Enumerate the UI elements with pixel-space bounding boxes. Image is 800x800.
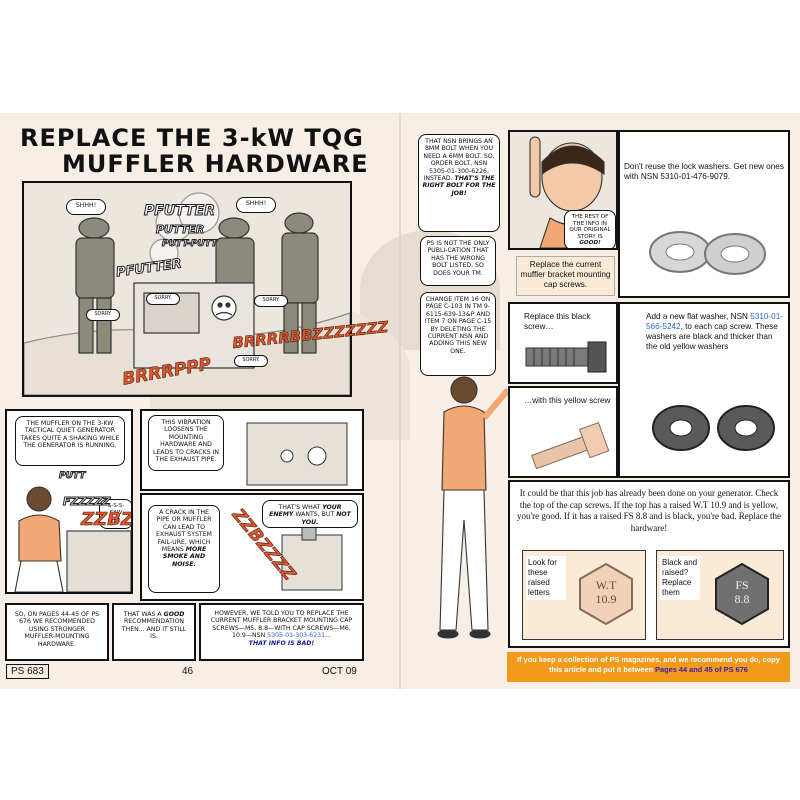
- with-yellow-screw-label: …with this yellow screw: [524, 396, 611, 405]
- nsn-correction-bubble: THAT NSN BRINGS AN 8MM BOLT WHEN YOU NEE…: [418, 134, 500, 232]
- article-title-line1: REPLACE THE 3-kW TQG: [20, 124, 364, 152]
- issue-number: PS 683: [6, 664, 49, 679]
- page-gutter: [399, 113, 401, 689]
- yellow-screw-panel: …with this yellow screw: [508, 386, 618, 478]
- however-panel: HOWEVER, WE TOLD YOU TO REPLACE THE CURR…: [199, 603, 364, 661]
- crack-panel: A CRACK IN THE PIPE OR MUFFLER CAN LEAD …: [140, 493, 364, 601]
- narrator-woman-illustration: [437, 376, 510, 639]
- black-screw-panel: Replace this black screw…: [508, 302, 618, 384]
- so-on-pages-panel: SO, ON PAGES 44-45 OF PS 676 WE RECOMMEN…: [5, 603, 109, 661]
- generator-closeup-illustration: [246, 422, 348, 486]
- bolt-check-panel: It could be that this job has already be…: [508, 480, 790, 648]
- generator-shaking-bubble: THE MUFFLER ON THE 3-kW TACTICAL QUIET G…: [15, 416, 125, 466]
- sfx-putter: PUTTER: [155, 223, 205, 237]
- sfx-pfutter: PFUTTER: [144, 203, 216, 220]
- so-on-pages-bubble: SO, ON PAGES 44-45 OF PS 676 WE RECOMMEN…: [10, 608, 104, 656]
- woman-illustration: [14, 486, 131, 592]
- woman-generator-panel: THE MUFFLER ON THE 3-kW TACTICAL QUIET G…: [5, 409, 133, 594]
- sorry-bubble: SORRY.: [86, 309, 120, 321]
- article-title-line2: MUFFLER HARDWARE: [62, 150, 369, 178]
- good-bolt-marking: W.T 10.9: [595, 578, 617, 606]
- bad-bolt-marking: FS 8.8: [734, 578, 750, 606]
- vibration-bubble: THIS VIBRATION LOOSENS THE MOUNTING HARD…: [148, 415, 224, 471]
- replace-caption: Replace the current muffler bracket moun…: [516, 256, 615, 296]
- issue-date: OCT 09: [322, 666, 357, 677]
- saw-bubble: S-S-S-SAW REE.: [99, 499, 131, 529]
- page-number: 46: [182, 666, 194, 677]
- crack-bubble: A CRACK IN THE PIPE OR MUFFLER CAN LEAD …: [148, 505, 220, 593]
- flat-washer-text: Add a new flat washer, NSN 5310-01-566-5…: [646, 312, 783, 351]
- shh-bubble: SHHH!: [66, 199, 106, 215]
- enemy-bubble: THAT'S WHAT YOUR ENEMY WANTS, BUT NOT YO…: [262, 500, 358, 528]
- black-screw-icon: [525, 341, 607, 373]
- lock-washer-icon: [649, 231, 766, 275]
- sfx-zzbz: ZZBZ: [81, 509, 133, 531]
- lock-washer-text: Don't reuse the lock washers. Get new on…: [624, 162, 784, 181]
- black-and-raised-label: Black and raised? Replace them: [660, 556, 700, 600]
- change-item-bubble: CHANGE ITEM 16 ON PAGE C-103 IN TM 9-611…: [420, 292, 496, 376]
- vibration-panel: THIS VIBRATION LOOSENS THE MOUNTING HARD…: [140, 409, 364, 491]
- ps-not-only-bubble: PS IS NOT THE ONLY PUBLI-CATION THAT HAS…: [420, 236, 496, 286]
- soldiers-generator-panel: SHHH! SHHH! PFUTTER PUTTER PUTT-PUTT PFU…: [22, 181, 352, 397]
- sfx-putt-putt: PUTT-PUTT: [161, 239, 218, 250]
- replace-black-screw-label: Replace this black screw…: [524, 312, 591, 331]
- bad-bolt-head-icon: [715, 562, 769, 626]
- nsn-link: 5305-01-303-6231: [267, 632, 326, 640]
- look-for-letters-label: Look for these raised letters: [526, 556, 566, 600]
- good-recommendation-panel: THAT WAS A GOOD RECOMMENDATION THEN... A…: [112, 603, 196, 661]
- sorry-bubble: SORRY.: [254, 295, 288, 307]
- rest-of-info-bubble: THE REST OF THE INFO IN OUR ORIGINAL STO…: [564, 210, 616, 248]
- sfx-putt: PUTT: [58, 471, 86, 482]
- already-done-text: It could be that this job has already be…: [517, 488, 781, 533]
- yellow-screw-icon: [531, 421, 610, 470]
- narrator-closeup-panel: THE REST OF THE INFO IN OUR ORIGINAL STO…: [508, 130, 618, 250]
- however-bubble: HOWEVER, WE TOLD YOU TO REPLACE THE CURR…: [204, 607, 359, 659]
- good-bolt-head-icon: [579, 562, 633, 626]
- collection-note: If you keep a collection of PS magazines…: [507, 652, 790, 682]
- sfx-fzzz: FZZZZZ: [62, 495, 111, 509]
- sorry-bubble: SORRY.: [146, 293, 180, 305]
- flat-washer-panel: Add a new flat washer, NSN 5310-01-566-5…: [618, 302, 790, 478]
- nsn-link: 5310-01-566-5242: [646, 312, 783, 331]
- shh-bubble: SHHH!: [236, 197, 276, 213]
- flat-washer-icon: [652, 405, 775, 451]
- lock-washer-panel: Don't reuse the lock washers. Get new on…: [618, 130, 790, 298]
- good-recommendation-bubble: THAT WAS A GOOD RECOMMENDATION THEN... A…: [117, 608, 191, 656]
- page-reference: Pages 44 and 45 of PS 676: [655, 664, 748, 674]
- sorry-bubble: SORRY.: [234, 355, 268, 367]
